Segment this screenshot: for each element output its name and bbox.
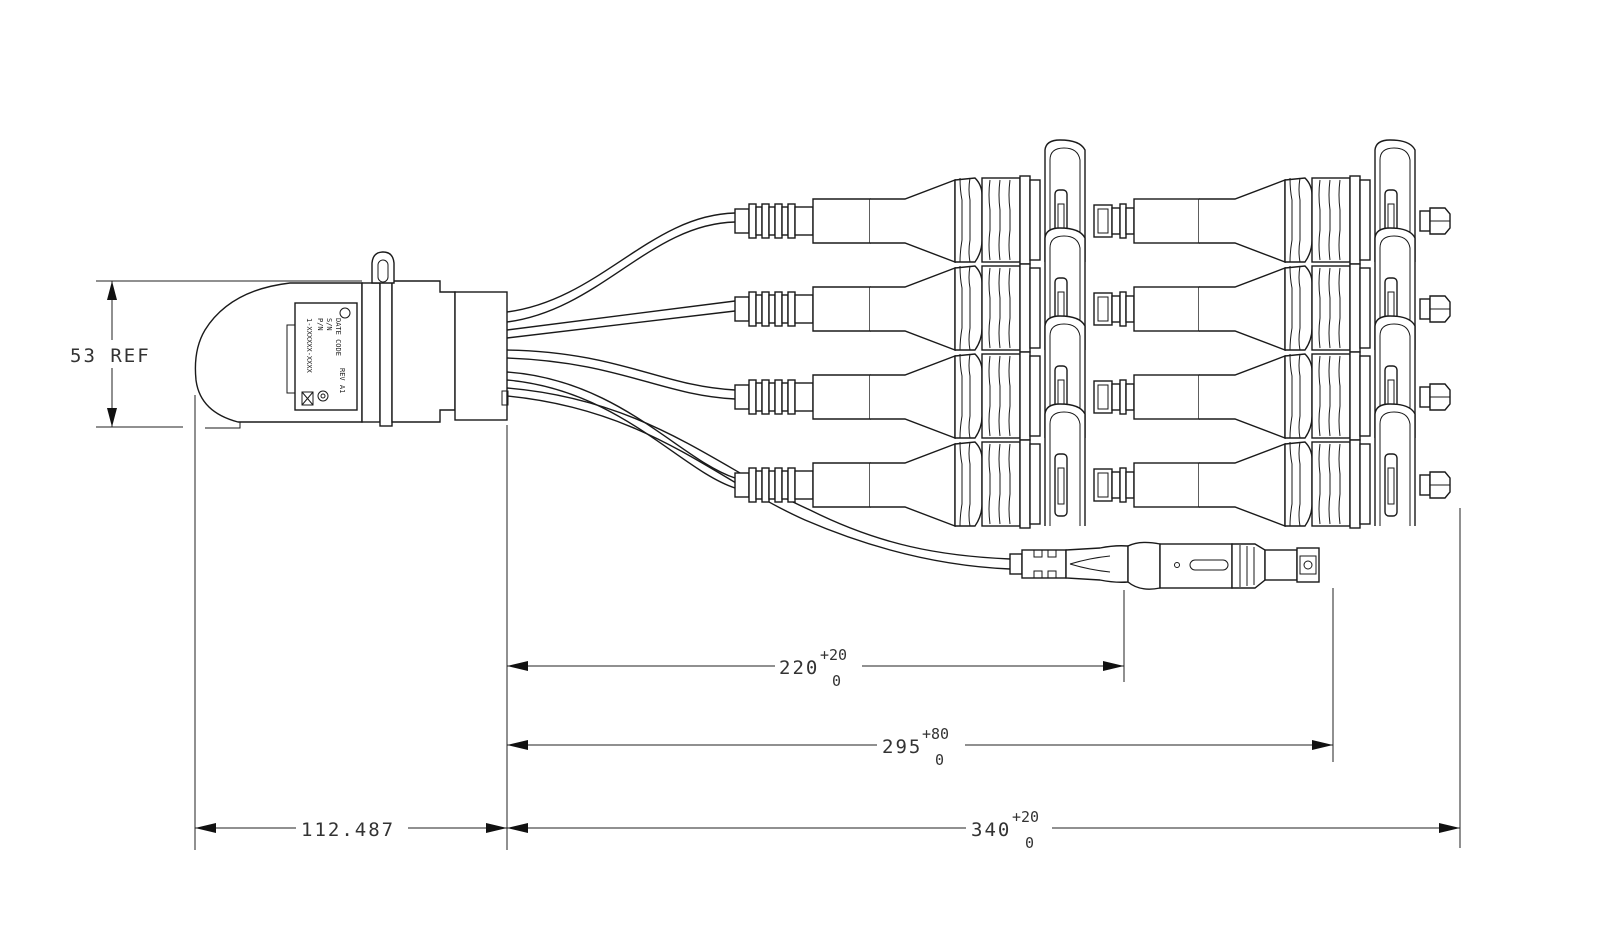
- dimension-220-tol-minus: 0: [832, 672, 841, 690]
- cable-bundle: [506, 212, 1011, 570]
- dimension-height-label: 53 REF: [70, 345, 151, 367]
- label-sn: S/N: [325, 318, 333, 331]
- dimension-112-value: 112.487: [301, 819, 395, 841]
- connector-chain-1: [734, 139, 1451, 265]
- dimension-295-value: 295: [882, 736, 922, 758]
- dimension-112: 112.487: [195, 819, 507, 841]
- label-part-number: 1-XXXXXX-XXXX: [305, 318, 313, 374]
- dimension-295-tol-minus: 0: [935, 751, 944, 769]
- dimension-220-value: 220: [779, 657, 819, 679]
- dimension-340-tol-minus: 0: [1025, 834, 1034, 852]
- dimension-340: 340 +20 0: [507, 808, 1460, 852]
- dimension-295-tol-plus: +80: [922, 725, 949, 743]
- main-connector: DATE CODE S/N P/N 1-XXXXXX-XXXX REV A1: [194, 251, 509, 429]
- label-rev: REV A1: [338, 368, 346, 393]
- label-date-code: DATE CODE: [334, 318, 342, 356]
- label-pn: P/N: [316, 318, 324, 331]
- dimension-340-tol-plus: +20: [1012, 808, 1039, 826]
- extension-lines: [194, 395, 1461, 850]
- dimension-340-value: 340: [971, 819, 1011, 841]
- dimension-295: 295 +80 0: [507, 725, 1333, 769]
- dimension-220-tol-plus: +20: [820, 646, 847, 664]
- dimension-220: 220 +20 0: [507, 646, 1124, 690]
- inline-connector: [1009, 541, 1320, 590]
- dimension-height: 53 REF: [70, 280, 362, 428]
